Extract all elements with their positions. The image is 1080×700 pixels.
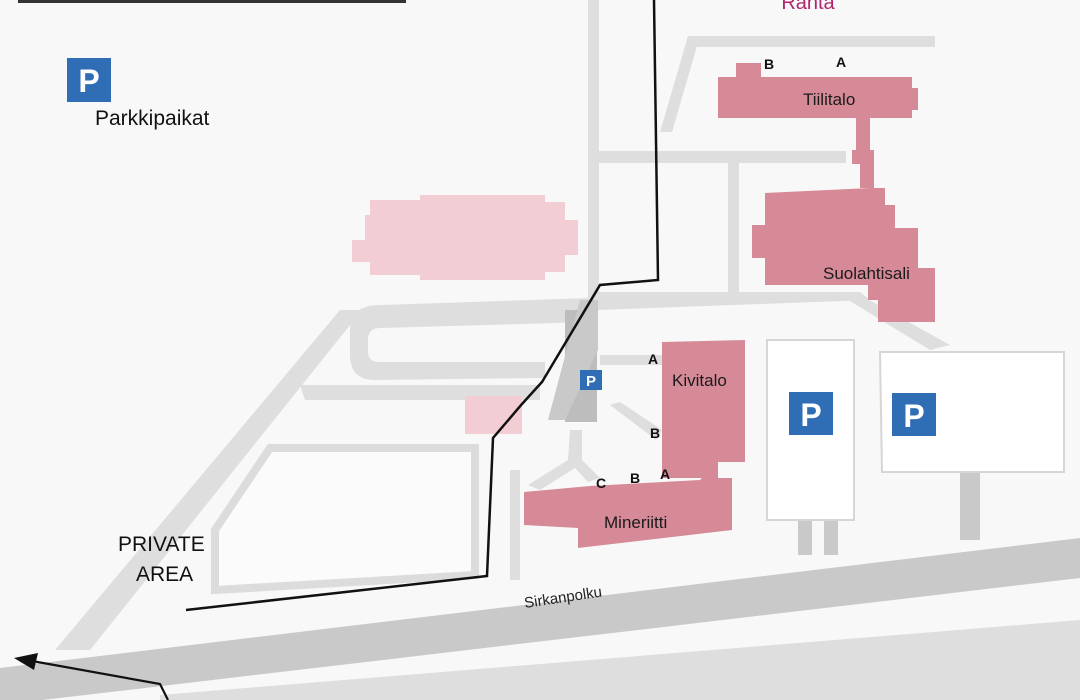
- kivitalo-entrance-b: B: [650, 425, 660, 441]
- tiilitalo-connector-lower: [860, 164, 874, 188]
- tiilitalo-entrance-b: B: [764, 56, 774, 72]
- mineriitti-entrance-b: B: [630, 470, 640, 486]
- tiilitalo-shape: [718, 77, 918, 118]
- path-middle-upper: [598, 151, 846, 163]
- arrow-head-icon: [14, 653, 38, 670]
- mineriitti-entrance-a: A: [660, 466, 670, 482]
- building-mineriitti: Mineriitti C B A: [524, 466, 732, 548]
- stub-parking-1: [798, 520, 812, 555]
- path-vertical-suolahti: [728, 160, 739, 300]
- parking-icon-center-letter: P: [800, 397, 821, 433]
- private-area-boundary: [185, 0, 660, 612]
- suolahtisali-shape: [752, 188, 935, 322]
- parking-icon-right-letter: P: [903, 398, 924, 434]
- direction-arrow: [14, 653, 169, 700]
- parking-icon-small-letter: P: [586, 373, 596, 390]
- private-area-label-line2: AREA: [136, 563, 193, 586]
- parking-marker-small[interactable]: P: [580, 370, 602, 390]
- parking-sign-icon: [67, 58, 111, 102]
- building-suolahtisali: Suolahtisali: [752, 188, 935, 322]
- buildings: Tiilitalo B A Suolahtisali Kivitalo A B …: [352, 54, 935, 548]
- parking-marker-right[interactable]: P: [892, 393, 936, 436]
- path-kivitalo-b: [610, 402, 662, 440]
- ranta-label: Ranta: [781, 0, 835, 14]
- tiilitalo-label: Tiilitalo: [803, 90, 855, 109]
- parking-icon-small: [580, 370, 602, 390]
- tiilitalo-connector-joint: [852, 150, 874, 164]
- private-area-label-line1: PRIVATE: [118, 533, 205, 556]
- path-dark-diagonal: [548, 300, 598, 420]
- tiilitalo-entrance-a: A: [836, 54, 846, 70]
- main-road: [0, 538, 1080, 700]
- arrow-line: [31, 659, 169, 700]
- stub-parking-2: [824, 520, 838, 555]
- building-faded-large: [352, 195, 578, 280]
- tiilitalo-annex: [736, 63, 761, 77]
- path-mineriitti-fork: [528, 430, 600, 490]
- path-kivitalo-a: [600, 355, 662, 365]
- path-top: [692, 36, 935, 47]
- path-vertical-left: [588, 0, 599, 300]
- legend-rule: [18, 0, 406, 3]
- parking-lot-right: [878, 351, 1065, 473]
- parking-marker-center[interactable]: P: [789, 392, 833, 435]
- private-area-lot: [211, 444, 479, 595]
- loop-path: [350, 298, 590, 380]
- mineriitti-shape: [524, 466, 732, 548]
- parking-sign-letter: P: [78, 63, 99, 99]
- stub-parking-3: [960, 470, 980, 540]
- parking-icon-right: [892, 393, 936, 436]
- mineriitti-label: Mineriitti: [604, 513, 667, 532]
- kivitalo-shape: [662, 340, 745, 478]
- path-top-diagonal: [660, 36, 700, 132]
- path-vertical-mineriitti: [510, 470, 520, 580]
- building-tiilitalo: Tiilitalo B A: [718, 54, 918, 188]
- legend-parking-label: Parkkipaikat: [95, 107, 210, 130]
- building-kivitalo: Kivitalo A B: [648, 340, 745, 478]
- walkway-diagonal-right: [840, 295, 950, 350]
- suolahtisali-label: Suolahtisali: [823, 264, 910, 283]
- parking-lots: [766, 339, 1065, 521]
- lower-road: [160, 620, 1080, 700]
- walkway-upper: [598, 292, 870, 310]
- tiilitalo-connector: [856, 118, 870, 150]
- path-diagonal-left: [55, 310, 362, 650]
- parking-icon-center: [789, 392, 833, 435]
- parking-marker-legend[interactable]: P: [67, 58, 111, 102]
- mineriitti-entrance-c: C: [596, 475, 606, 491]
- kivitalo-label: Kivitalo: [672, 371, 727, 390]
- kivitalo-entrance-a: A: [648, 351, 658, 367]
